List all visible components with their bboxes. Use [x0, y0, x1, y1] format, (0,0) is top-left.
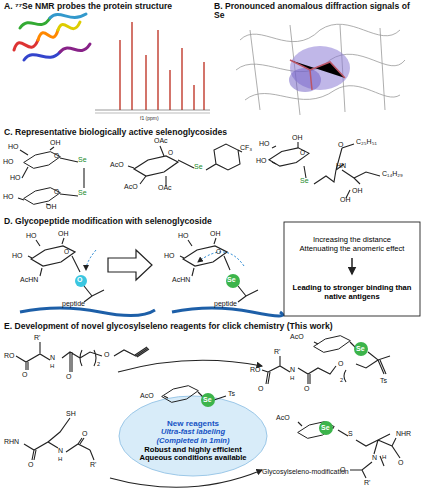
atom-label: peptide: [214, 300, 237, 307]
atom-label: 2: [97, 362, 100, 368]
node-text: Ultra-fast labeling: [161, 428, 225, 437]
atom-label: HO: [178, 232, 189, 239]
atom-label: H: [58, 456, 62, 462]
atom-label: HO: [164, 252, 175, 259]
atom-label: Se: [203, 396, 212, 403]
atom-label: O: [304, 385, 309, 392]
atom-label: HO: [8, 143, 19, 150]
atom-label: HO: [26, 232, 37, 239]
atom-label: RO: [4, 352, 15, 359]
atom-label: O: [54, 153, 59, 160]
panel-title: D. Glycopeptide modification with seleno…: [4, 217, 404, 226]
atom-label: OH: [292, 134, 303, 141]
node-text: (Completed in 1min): [157, 437, 230, 446]
panel-title: A. ⁷⁷Se NMR probes the protein structure: [4, 2, 209, 11]
atom-label: HN: [336, 162, 346, 169]
atom-label: Se: [194, 163, 203, 170]
atom-label: H: [290, 375, 294, 381]
flow-arrow: [351, 258, 353, 274]
atom-label: O: [216, 249, 221, 256]
atom-label: AcO: [276, 414, 290, 421]
atom-label: RHN: [4, 438, 19, 445]
atom-label: O: [258, 385, 263, 392]
atom-label: Ts: [228, 390, 235, 397]
atom-label: OH: [210, 230, 221, 237]
atom-label: O: [338, 360, 343, 367]
node-text: New reagents: [167, 419, 219, 428]
atom-label: Se: [356, 345, 365, 352]
atom-label: O: [66, 373, 71, 380]
atom-label: O: [82, 430, 87, 437]
atom-label: S: [348, 430, 353, 437]
atom-label: OH: [340, 196, 351, 203]
node-text: Aqueous conditions available: [139, 454, 246, 463]
atom-label: SH: [66, 410, 76, 417]
atom-label: HO: [3, 158, 14, 165]
reagent-ellipse: New reagentsUltra-fast labeling(Complete…: [122, 404, 264, 474]
atom-label: HO: [256, 157, 267, 164]
atom-label: N: [58, 447, 63, 454]
atom-label: Se: [78, 189, 87, 196]
atom-label: 2: [340, 378, 343, 384]
atom-label: OH: [50, 139, 61, 146]
atom-label: OAc: [154, 137, 168, 144]
atom-label: O: [22, 371, 27, 378]
atom-label: Glycosylseleno-modification: [262, 468, 349, 475]
atom-label: H: [50, 363, 54, 369]
atom-label: NHR: [396, 430, 411, 437]
node-text: Increasing the distance: [313, 236, 391, 245]
atom-label: AcHN: [20, 276, 38, 283]
atom-label: O: [168, 150, 173, 157]
atom-label: AcO: [290, 333, 304, 340]
atom-label: Ts: [380, 377, 387, 384]
atom-label: O: [398, 459, 403, 466]
atom-label: CF₃: [240, 144, 252, 151]
atom-label: R': [90, 461, 96, 468]
atom-label: Se: [300, 177, 309, 184]
atom-label: OH: [46, 203, 57, 210]
atom-label: HO: [3, 193, 14, 200]
node-text: Leading to stronger binding than native …: [288, 284, 416, 301]
atom-label: N: [50, 354, 55, 361]
atom-label: R': [274, 348, 280, 355]
atom-label: O: [28, 461, 33, 468]
atom-label: Se: [227, 276, 236, 283]
atom-label: Se: [321, 424, 330, 431]
atom-label: HO: [12, 252, 23, 259]
atom-label: Se: [78, 156, 87, 163]
note-box: Increasing the distanceAttenuating the a…: [288, 228, 416, 258]
atom-label: R': [364, 479, 370, 486]
atom-label: C₁₄H₂₉: [382, 170, 403, 177]
node-text: Robust and highly efficient: [144, 446, 241, 455]
atom-label: N: [290, 366, 295, 373]
atom-label: AcO: [110, 161, 124, 168]
atom-label: OAc: [158, 184, 172, 191]
atom-label: HO: [259, 140, 270, 147]
atom-label: O: [64, 249, 69, 256]
atom-label: f1 (ppm): [140, 116, 159, 121]
atom-label: R': [34, 334, 40, 341]
atom-label: H: [382, 454, 386, 460]
atom-label: O: [338, 141, 343, 148]
atom-label: O: [54, 189, 59, 196]
node-text: Attenuating the anomeric effect: [300, 245, 405, 254]
atom-label: O: [104, 351, 109, 358]
panel-title: B. Pronounced anomalous diffraction sign…: [214, 2, 420, 20]
atom-label: O: [300, 150, 305, 157]
atom-label: OH: [58, 230, 69, 237]
panel-title: C. Representative biologically active se…: [4, 128, 404, 137]
atom-label: O: [77, 276, 82, 283]
atom-label: OH: [352, 187, 363, 194]
atom-label: AcO: [124, 183, 138, 190]
atom-label: RO: [250, 366, 261, 373]
panel-title: E. Development of novel glycosylseleno r…: [4, 322, 414, 331]
note-box: Leading to stronger binding than native …: [288, 274, 416, 308]
atom-label: AcHN: [172, 276, 190, 283]
atom-label: peptide: [62, 300, 85, 307]
atom-label: C₂₅H₅₁: [356, 138, 377, 145]
atom-label: HO: [10, 174, 21, 181]
atom-label: AcO: [140, 392, 154, 399]
atom-label: N: [372, 454, 377, 461]
